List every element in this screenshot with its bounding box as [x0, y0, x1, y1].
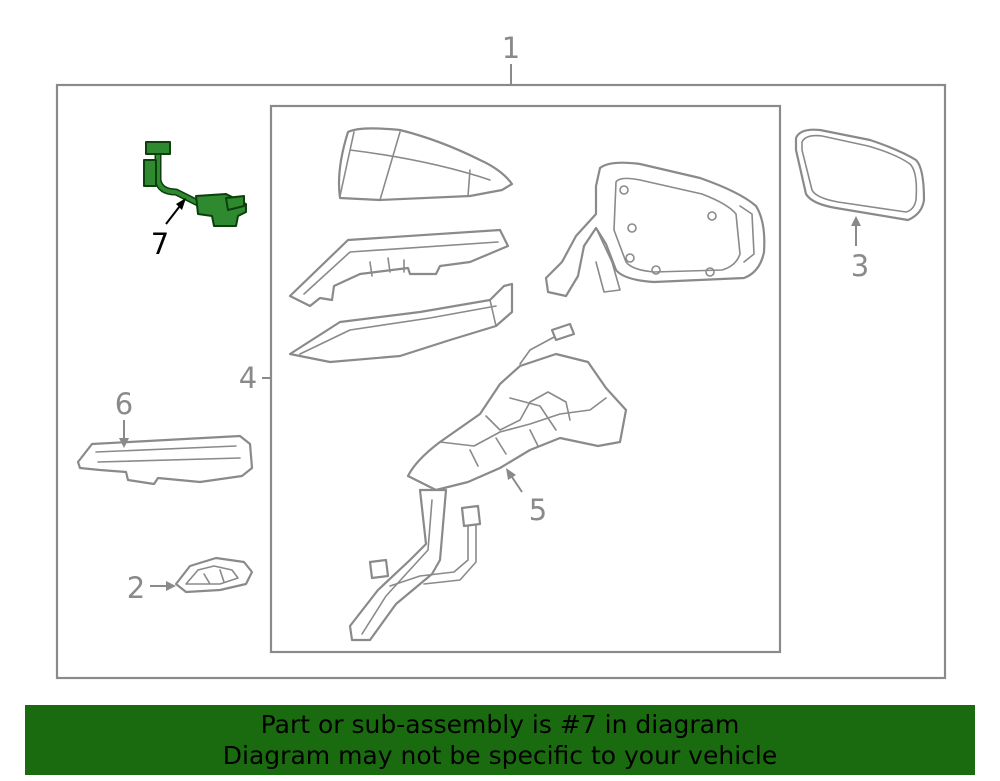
- part-4-mirror-housing[interactable]: [544, 161, 766, 298]
- callout-6[interactable]: 6: [115, 387, 133, 421]
- part-5-mirror-base[interactable]: [348, 322, 628, 642]
- part-2-lamp[interactable]: [174, 556, 254, 594]
- part-4-upper-garnish[interactable]: [288, 228, 510, 308]
- part-7-wire-harness[interactable]: [143, 141, 247, 227]
- callout-3[interactable]: 3: [851, 249, 869, 283]
- callout-2-arrow: [166, 581, 176, 591]
- parts-diagram: 1 4 7 6 2 3: [55, 31, 947, 680]
- part-3-mirror-glass[interactable]: [794, 128, 926, 222]
- assembly-outer-box: [55, 83, 947, 680]
- callout-6-arrow: [119, 438, 129, 448]
- callout-3-arrow: [851, 216, 861, 226]
- part-4-lower-garnish[interactable]: [288, 282, 514, 364]
- part-6-turn-signal-lamp[interactable]: [76, 434, 254, 486]
- callout-7-arrow: [176, 198, 186, 210]
- callout-7[interactable]: 7: [151, 227, 169, 261]
- callout-5[interactable]: 5: [529, 493, 547, 527]
- banner-line-1: Part or sub-assembly is #7 in diagram: [260, 710, 740, 739]
- callout-1[interactable]: 1: [502, 31, 520, 65]
- part-4-mirror-cap[interactable]: [337, 127, 514, 202]
- callout-4[interactable]: 4: [239, 361, 257, 395]
- callout-2[interactable]: 2: [127, 571, 145, 605]
- info-banner: Part or sub-assembly is #7 in diagram Di…: [25, 705, 975, 775]
- callout-5-arrow: [506, 468, 516, 480]
- banner-line-2: Diagram may not be specific to your vehi…: [222, 741, 778, 770]
